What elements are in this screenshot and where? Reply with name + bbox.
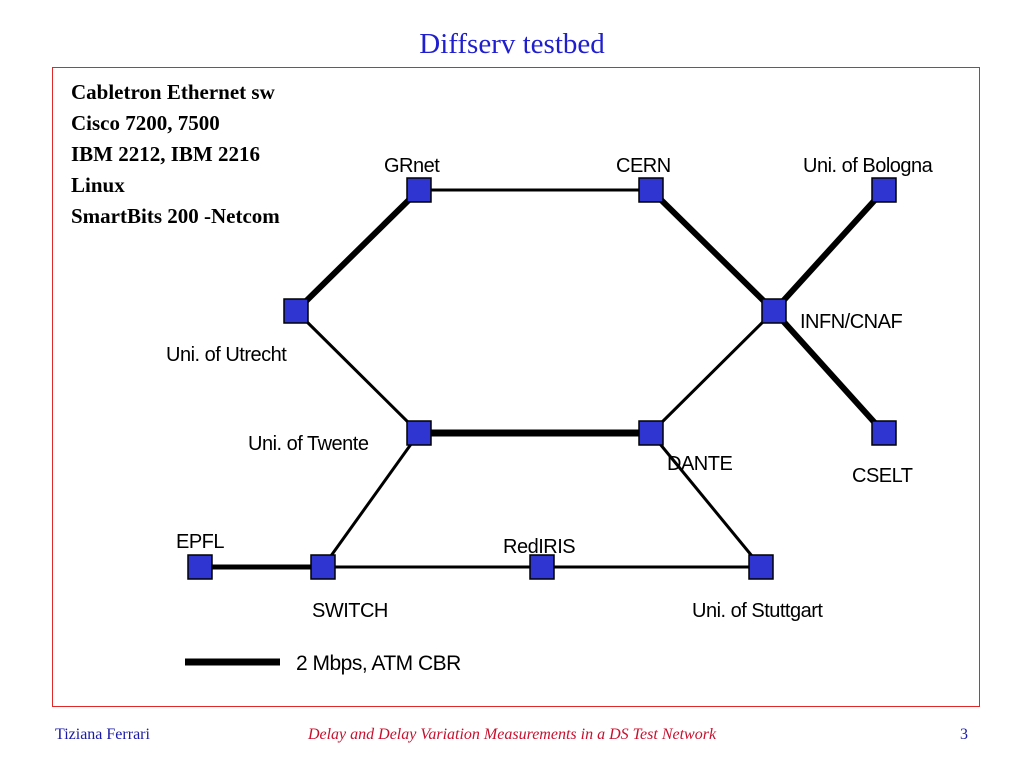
node-switch <box>310 554 336 580</box>
node-grnet <box>406 177 432 203</box>
link-cern-infn <box>648 187 777 314</box>
label-epfl: EPFL <box>176 531 224 553</box>
link-infn-cselt <box>771 308 887 436</box>
node-utrecht <box>283 298 309 324</box>
link-grnet-utrecht <box>293 187 422 314</box>
link-bologna-infn <box>771 187 887 314</box>
node-twente <box>406 420 432 446</box>
equipment-item: Cabletron Ethernet sw <box>71 80 275 104</box>
legend-label: 2 Mbps, ATM CBR <box>296 652 461 675</box>
label-utrecht: Uni. of Utrecht <box>166 344 287 366</box>
node-dante <box>638 420 664 446</box>
equipment-item: Linux <box>71 173 125 197</box>
label-switch: SWITCH <box>312 600 388 622</box>
page-number: 3 <box>960 726 968 743</box>
equipment-list: Cabletron Ethernet sw Cisco 7200, 7500 I… <box>71 77 280 232</box>
footer-author: Tiziana Ferrari <box>55 726 150 743</box>
link-infn-dante <box>649 309 776 435</box>
label-cern: CERN <box>616 155 671 177</box>
diagram-frame <box>52 67 980 707</box>
label-twente: Uni. of Twente <box>248 433 369 455</box>
link-utrecht-twente <box>294 309 421 435</box>
links <box>200 187 887 570</box>
slide-title: Diffserv testbed <box>419 28 605 60</box>
node-epfl <box>187 554 213 580</box>
label-grnet: GRnet <box>384 155 440 177</box>
link-dante-stuttgart <box>649 432 763 568</box>
node-cselt <box>871 420 897 446</box>
label-stuttgart: Uni. of Stuttgart <box>692 600 823 622</box>
node-rediris <box>529 554 555 580</box>
node-stuttgart <box>748 554 774 580</box>
label-rediris: RedIRIS <box>503 536 575 558</box>
link-twente-switch <box>321 432 421 568</box>
node-bologna <box>871 177 897 203</box>
label-dante: DANTE <box>667 453 732 475</box>
node-cern <box>638 177 664 203</box>
equipment-item: SmartBits 200 -Netcom <box>71 204 280 228</box>
label-bologna: Uni. of Bologna <box>803 155 934 177</box>
node-infn <box>761 298 787 324</box>
equipment-item: Cisco 7200, 7500 <box>71 111 220 135</box>
footer-subtitle: Delay and Delay Variation Measurements i… <box>307 726 717 743</box>
label-cselt: CSELT <box>852 465 913 487</box>
equipment-item: IBM 2212, IBM 2216 <box>71 142 260 166</box>
label-infn: INFN/CNAF <box>800 311 902 333</box>
